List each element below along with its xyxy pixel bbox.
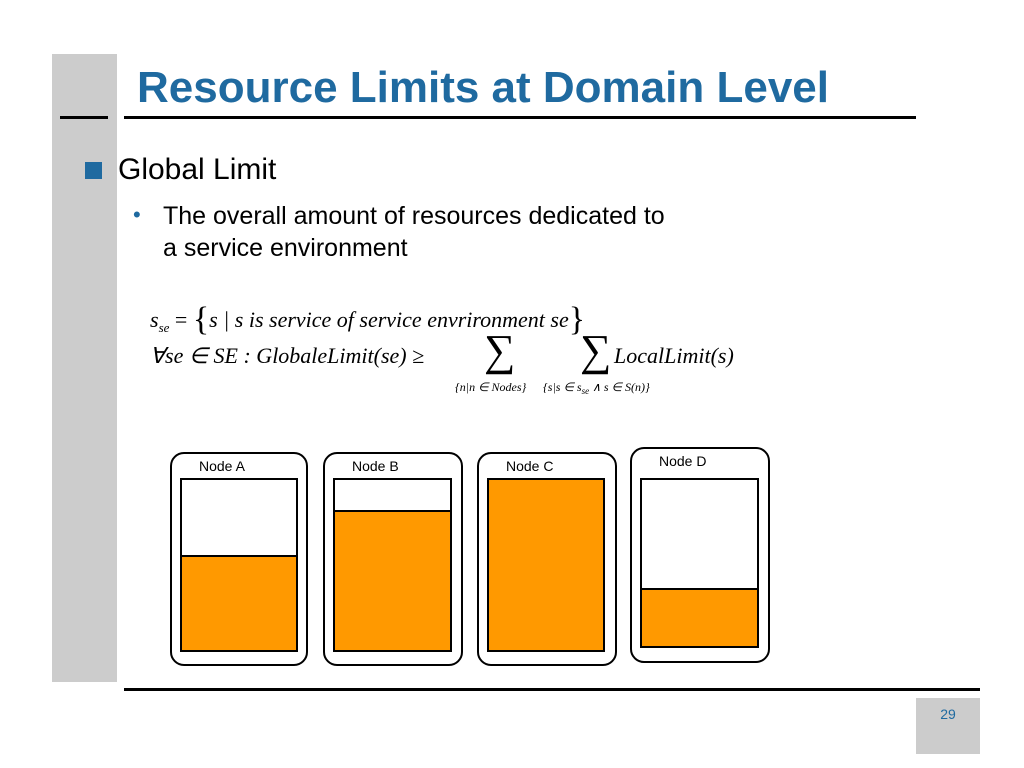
equation-global-limit-lhs: ∀se ∈ SE : GlobaleLimit(se) ≥ bbox=[150, 343, 425, 368]
bullet-description: The overall amount of resources dedicate… bbox=[163, 200, 665, 264]
title-underline bbox=[124, 116, 916, 119]
sum-limit-services-head: {s|s ∈ s bbox=[543, 380, 582, 394]
square-bullet-icon bbox=[85, 162, 102, 179]
title-dash bbox=[60, 116, 108, 119]
sum-limit-services-tail: ∧ s ∈ S(n)} bbox=[589, 380, 650, 394]
sum-limit-services-subscript: se bbox=[581, 386, 590, 396]
slide-title: Resource Limits at Domain Level bbox=[137, 63, 829, 112]
eq1-brace-open: { bbox=[192, 301, 210, 338]
node-card-d: Node D bbox=[630, 447, 770, 663]
node-capacity-box bbox=[640, 478, 759, 648]
bullet-description-line-1: The overall amount of resources dedicate… bbox=[163, 202, 665, 230]
sum-limit-services: {s|s ∈ sse ∧ s ∈ S(n)} bbox=[543, 380, 650, 396]
bullet-global-limit: Global Limit bbox=[118, 153, 277, 186]
node-capacity-box bbox=[487, 478, 605, 652]
node-label: Node B bbox=[352, 458, 399, 474]
page-number-box: 29 bbox=[916, 698, 980, 754]
bullet-description-line-2: a service environment bbox=[163, 234, 408, 262]
eq1-equals: = bbox=[174, 307, 188, 332]
node-label: Node D bbox=[659, 453, 707, 469]
node-usage-fill bbox=[335, 510, 450, 650]
node-label: Node A bbox=[199, 458, 245, 474]
page-number: 29 bbox=[940, 706, 956, 722]
sum-limit-nodes: {n|n ∈ Nodes} bbox=[455, 380, 527, 394]
equation-local-limit: LocalLimit(s) bbox=[614, 343, 734, 368]
eq1-lhs-subscript: se bbox=[158, 320, 170, 335]
node-capacity-box bbox=[333, 478, 452, 652]
left-side-bar bbox=[52, 54, 117, 682]
node-usage-fill bbox=[489, 480, 603, 650]
node-card-c: Node C bbox=[477, 452, 617, 666]
equation-service-set: sse = {s | s is service of service envri… bbox=[150, 298, 586, 338]
footer-rule bbox=[124, 688, 980, 691]
eq1-body: s | s is service of service envrironment… bbox=[209, 307, 569, 332]
node-usage-fill bbox=[182, 554, 296, 650]
sum-over-nodes-icon: ∑ bbox=[484, 326, 516, 375]
node-capacity-box bbox=[180, 478, 298, 652]
sum-over-services-icon: ∑ bbox=[580, 326, 612, 375]
eq1-lhs: s bbox=[150, 307, 159, 332]
node-card-b: Node B bbox=[323, 452, 463, 666]
node-usage-fill bbox=[642, 587, 757, 646]
node-label: Node C bbox=[506, 458, 554, 474]
dot-bullet-icon: • bbox=[133, 202, 141, 227]
eq1-brace-close: } bbox=[568, 301, 586, 338]
node-card-a: Node A bbox=[170, 452, 308, 666]
